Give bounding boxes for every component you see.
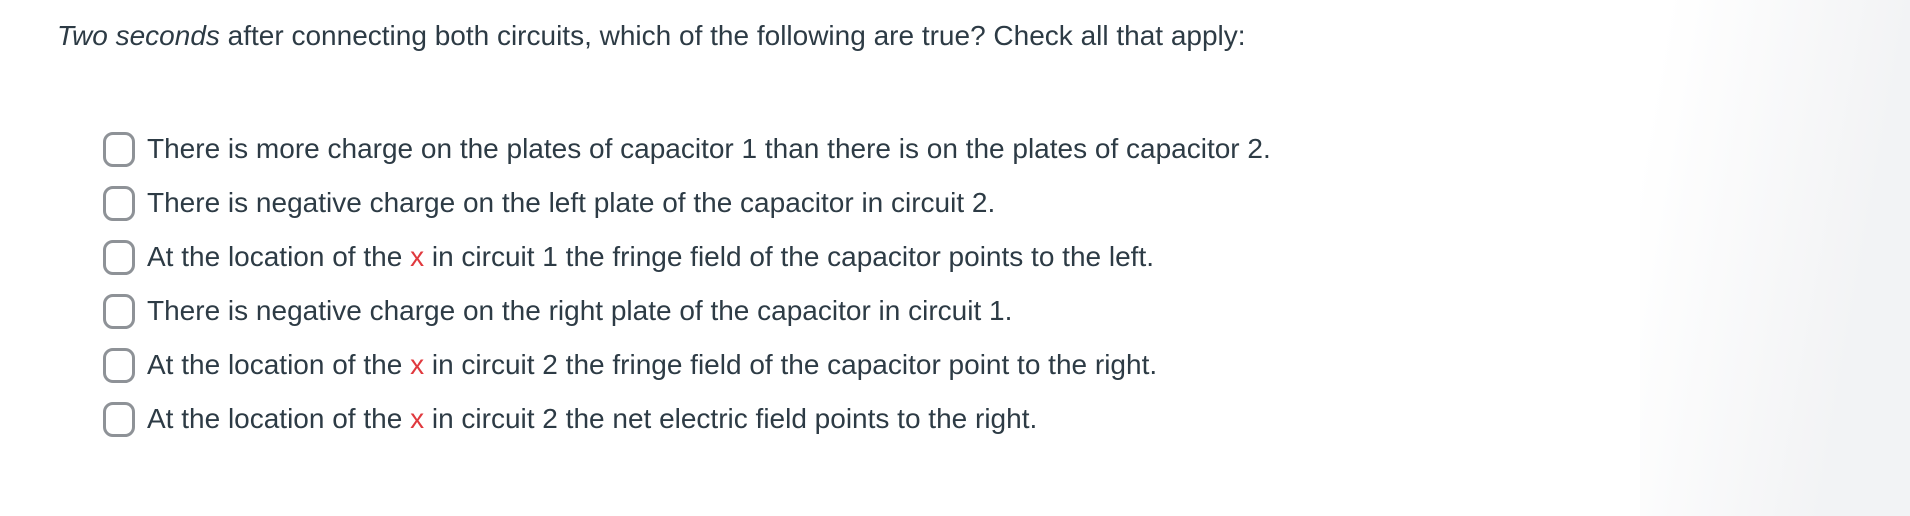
- option-label[interactable]: At the location of the x in circuit 2 th…: [147, 392, 1037, 446]
- question-prompt-italic: Two seconds: [57, 20, 220, 51]
- option-label[interactable]: There is negative charge on the left pla…: [147, 176, 995, 230]
- option-text: At the location of the: [147, 241, 411, 272]
- checkbox-option-2: There is negative charge on the left pla…: [103, 176, 1271, 230]
- answer-options-list: There is more charge on the plates of ca…: [103, 122, 1271, 446]
- option-text: There is negative charge on the left pla…: [147, 187, 996, 218]
- checkbox[interactable]: [103, 293, 135, 329]
- checkbox[interactable]: [103, 131, 135, 167]
- option-label[interactable]: At the location of the x in circuit 1 th…: [147, 230, 1154, 284]
- checkbox[interactable]: [103, 401, 135, 437]
- red-x-text: x: [410, 241, 425, 272]
- option-label[interactable]: There is more charge on the plates of ca…: [147, 122, 1271, 176]
- option-text: in circuit 2 the net electric field poin…: [424, 403, 1038, 434]
- option-label[interactable]: There is negative charge on the right pl…: [147, 284, 1012, 338]
- checkbox[interactable]: [103, 347, 135, 383]
- option-text: in circuit 1 the fringe field of the cap…: [424, 241, 1155, 272]
- page-edge-shade: [1640, 0, 1910, 516]
- checkbox-option-6: At the location of the x in circuit 2 th…: [103, 392, 1271, 446]
- question-prompt: Two seconds after connecting both circui…: [57, 16, 1246, 56]
- option-text: At the location of the: [147, 349, 411, 380]
- option-label[interactable]: At the location of the x in circuit 2 th…: [147, 338, 1157, 392]
- option-text: There is negative charge on the right pl…: [147, 295, 1013, 326]
- checkbox-option-1: There is more charge on the plates of ca…: [103, 122, 1271, 176]
- checkbox-option-4: There is negative charge on the right pl…: [103, 284, 1271, 338]
- checkbox[interactable]: [103, 185, 135, 221]
- red-x-text: x: [410, 349, 425, 380]
- checkbox[interactable]: [103, 239, 135, 275]
- option-text: There is more charge on the plates of ca…: [147, 133, 1271, 164]
- checkbox-option-5: At the location of the x in circuit 2 th…: [103, 338, 1271, 392]
- option-text: At the location of the: [147, 403, 411, 434]
- question-prompt-rest: after connecting both circuits, which of…: [219, 20, 1246, 51]
- red-x-text: x: [410, 403, 425, 434]
- option-text: in circuit 2 the fringe field of the cap…: [424, 349, 1158, 380]
- checkbox-option-3: At the location of the x in circuit 1 th…: [103, 230, 1271, 284]
